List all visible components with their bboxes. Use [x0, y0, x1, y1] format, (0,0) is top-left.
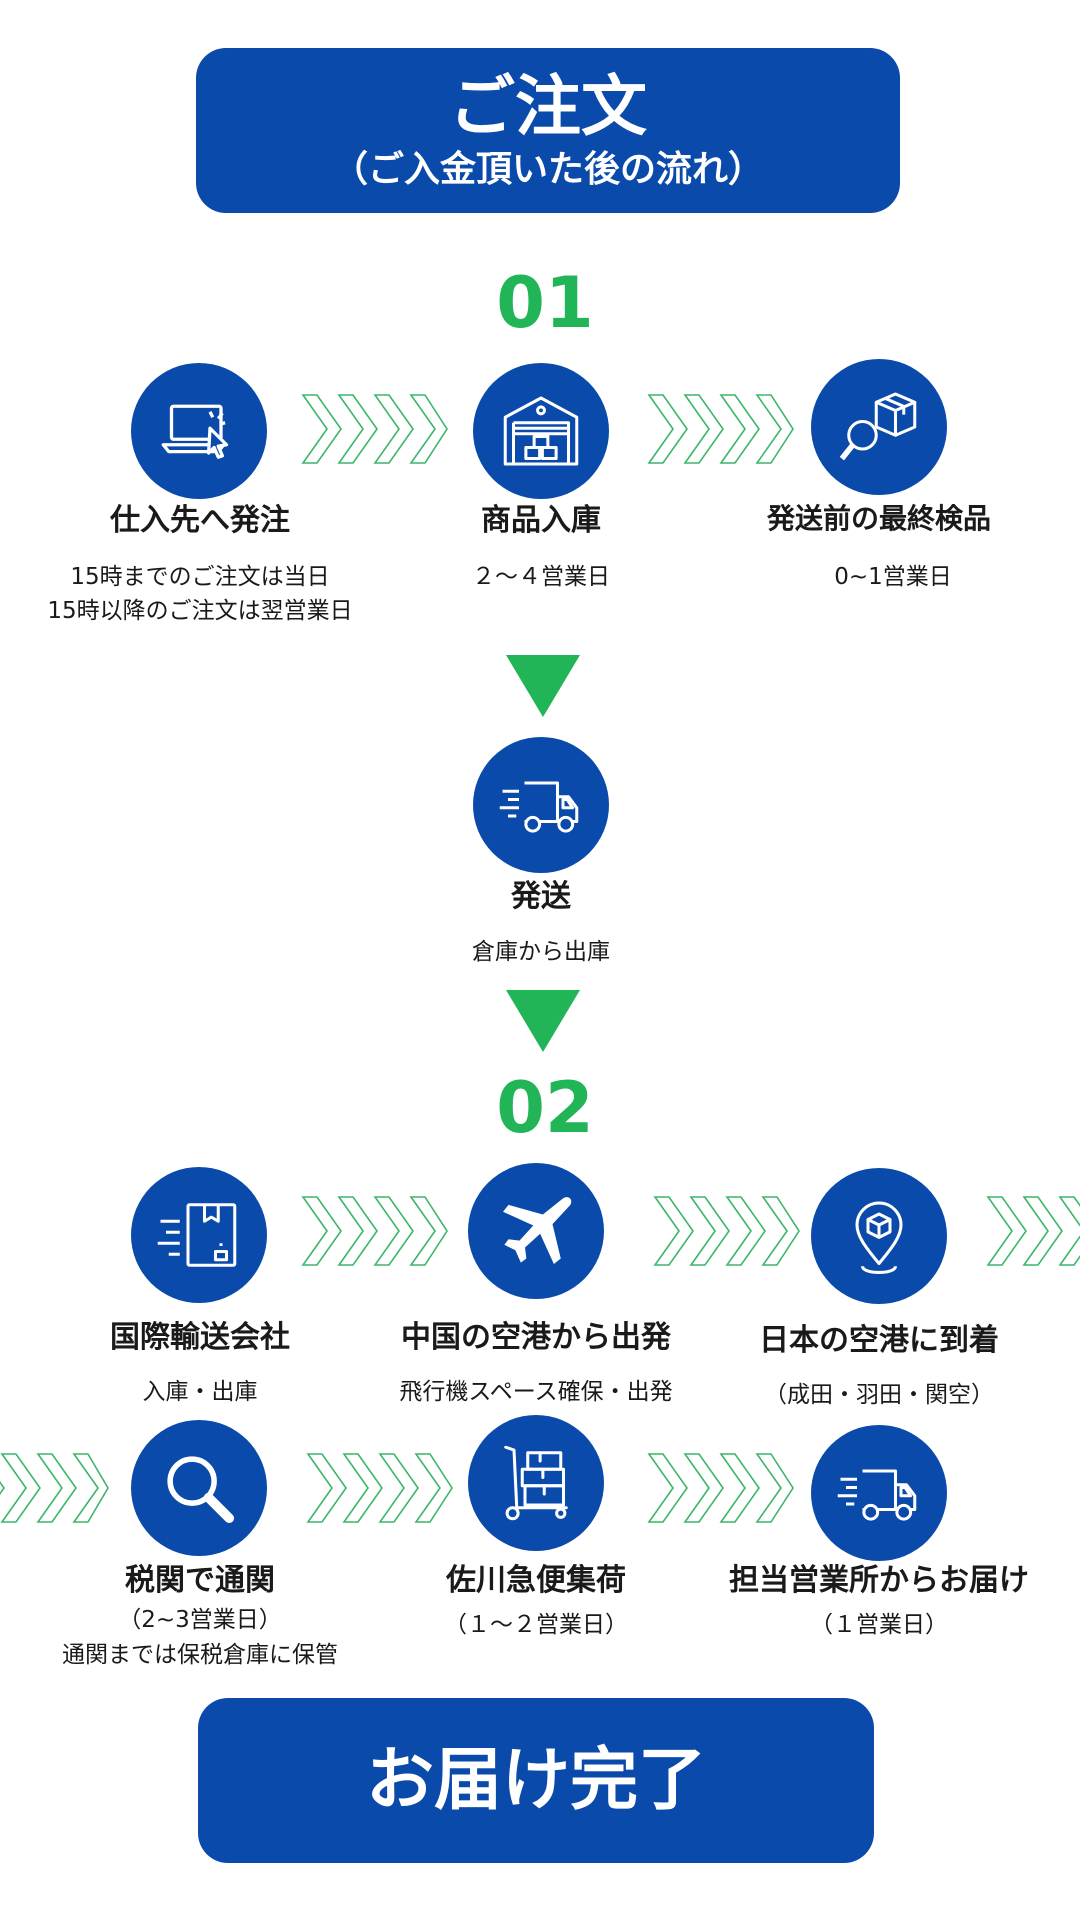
delivery-truck-icon	[837, 1469, 917, 1521]
warehouse-icon	[503, 396, 579, 466]
step-circle-delivery	[811, 1425, 947, 1561]
step-desc-customs-2: 通関までは保税倉庫に保管	[62, 1642, 338, 1668]
chevron-arrows	[647, 1452, 795, 1524]
chevrons-icon	[653, 1196, 800, 1266]
chevron-arrows	[301, 393, 449, 465]
step-circle-warehouse	[473, 363, 609, 499]
down-arrow	[506, 655, 580, 717]
chevrons-icon	[647, 1453, 794, 1523]
chevron-arrows	[653, 1195, 801, 1267]
step-desc-customs-1: （2~3営業日）	[118, 1607, 282, 1633]
laptop-cursor-icon	[161, 404, 229, 459]
chevron-arrows	[306, 1452, 454, 1524]
completion-banner: お届け完了	[198, 1698, 874, 1863]
step-desc-order-1: 15時までのご注文は当日	[70, 564, 330, 590]
chevrons-icon	[986, 1196, 1080, 1266]
step-circle-pickup	[468, 1415, 604, 1551]
location-box-icon	[855, 1201, 903, 1274]
step-title-departure: 中国の空港から出発	[401, 1320, 671, 1355]
chevrons-icon	[647, 394, 794, 464]
step-title-warehouse: 商品入庫	[481, 503, 601, 538]
delivery-truck-icon	[499, 781, 579, 833]
step-desc-shipping: 倉庫から出庫	[472, 939, 610, 965]
step-title-inspection: 発送前の最終検品	[766, 502, 991, 535]
fast-package-icon	[157, 1203, 237, 1267]
step-desc-departure: 飛行機スペース確保・出発	[399, 1379, 673, 1405]
step-circle-departure	[468, 1163, 604, 1299]
chevrons-icon	[301, 394, 448, 464]
step-circle-arrival	[811, 1168, 947, 1304]
section-number-02: 02	[496, 1067, 594, 1149]
airplane-icon	[503, 1197, 572, 1264]
chevrons-icon	[306, 1453, 453, 1523]
step-desc-forwarder: 入庫・出庫	[142, 1379, 258, 1405]
step-circle-shipping	[473, 737, 609, 873]
chevron-arrows-edge	[986, 1195, 1080, 1267]
chevrons-icon	[301, 1196, 448, 1266]
step-title-delivery: 担当営業所からお届け	[729, 1563, 1029, 1598]
chevron-arrows	[301, 1195, 449, 1267]
chevrons-icon	[0, 1453, 109, 1523]
step-title-order: 仕入先へ発注	[110, 503, 290, 538]
hand-truck-icon	[504, 1445, 568, 1521]
step-circle-forwarder	[131, 1167, 267, 1303]
step-circle-customs	[131, 1420, 267, 1556]
step-desc-inspection: 0~1営業日	[834, 564, 952, 590]
header-title: ご注文	[449, 68, 647, 145]
step-desc-order-2: 15時以降のご注文は翌営業日	[47, 598, 353, 624]
header-subtitle: （ご入金頂いた後の流れ）	[331, 149, 764, 190]
header-banner: ご注文 （ご入金頂いた後の流れ）	[196, 48, 900, 213]
down-arrow	[506, 990, 580, 1052]
step-circle-order	[131, 363, 267, 499]
step-title-customs: 税関で通関	[125, 1563, 275, 1598]
section-number-01: 01	[496, 262, 594, 344]
step-desc-arrival: （成田・羽田・関空）	[764, 1382, 994, 1408]
step-desc-pickup: （１～２営業日）	[444, 1612, 628, 1638]
step-title-forwarder: 国際輸送会社	[110, 1320, 290, 1355]
step-title-pickup: 佐川急便集荷	[446, 1563, 626, 1598]
chevron-arrows	[647, 393, 795, 465]
step-title-shipping: 発送	[511, 879, 571, 914]
completion-label: お届け完了	[365, 1741, 706, 1820]
magnifier-icon	[167, 1456, 235, 1524]
box-inspection-icon	[839, 392, 917, 461]
step-title-arrival: 日本の空港に到着	[759, 1323, 999, 1358]
step-desc-warehouse: ２～４営業日	[472, 564, 610, 590]
step-circle-inspection	[811, 359, 947, 495]
chevron-arrows-edge	[0, 1452, 110, 1524]
step-desc-delivery: （１営業日）	[810, 1612, 948, 1638]
